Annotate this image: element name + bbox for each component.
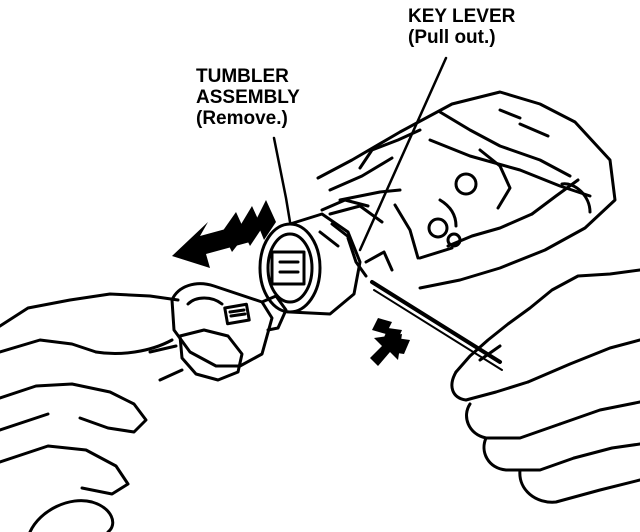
right-hand (450, 268, 640, 504)
key-lever-label: KEY LEVER (Pull out.) (408, 6, 515, 48)
tumbler-label-line1: TUMBLER (196, 66, 289, 87)
key-bow (170, 282, 288, 368)
down-right-arrow-speed-bars (372, 318, 410, 354)
tumbler-assembly (258, 198, 394, 316)
tumbler-assembly-label: TUMBLER ASSEMBLY (Remove.) (196, 66, 300, 129)
tumbler-label-line2: ASSEMBLY (196, 87, 300, 108)
leader-key-lever (358, 56, 448, 252)
pick-tool (370, 280, 502, 364)
leader-tumbler (272, 136, 292, 224)
steering-column-housing (316, 90, 617, 290)
left-arrow-speed-bars (222, 200, 276, 252)
key-lever-label-line1: KEY LEVER (408, 6, 516, 27)
pick-tool-shadow (373, 289, 503, 371)
key-lever-label-line2: (Pull out.) (408, 27, 496, 48)
tumbler-label-line3: (Remove.) (196, 108, 288, 129)
left-hand (0, 292, 244, 532)
